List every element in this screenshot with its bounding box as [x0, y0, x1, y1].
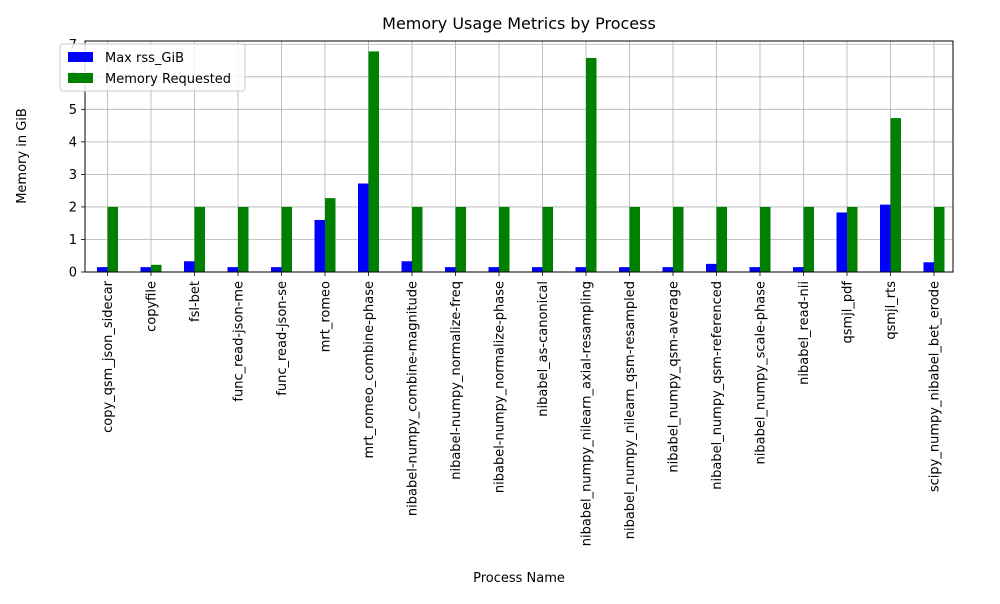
x-tick-label: nibabel_read-nii — [797, 281, 812, 385]
bar-max-rss — [532, 267, 543, 272]
x-tick-label: fsl-bet — [188, 281, 203, 322]
bar-max-rss — [445, 267, 456, 272]
bar-memory-requested — [803, 206, 814, 272]
bar-memory-requested — [325, 198, 336, 272]
bar-max-rss — [140, 267, 151, 272]
x-tick-label: func_read-json-se — [275, 281, 290, 396]
bar-max-rss — [314, 219, 325, 272]
bar-memory-requested — [890, 118, 901, 272]
bar-memory-requested — [586, 57, 597, 273]
bar-memory-requested — [151, 264, 162, 272]
bar-max-rss — [401, 261, 412, 272]
x-tick-label: scipy_numpy_nibabel_bet_erode — [928, 281, 943, 492]
ticks-layer: 01234567copy_qsm_json_sidecarcopyfilefsl… — [69, 38, 943, 547]
bar-memory-requested — [194, 206, 205, 272]
bar-max-rss — [358, 183, 369, 272]
bar-memory-requested — [281, 206, 292, 272]
legend-box — [59, 43, 246, 92]
bar-memory-requested — [412, 206, 423, 272]
x-tick-label: copyfile — [145, 281, 160, 332]
bar-memory-requested — [716, 206, 727, 272]
x-tick-label: nibabel-numpy_normalize-phase — [493, 281, 508, 493]
x-tick-label: nibabel_as-canonical — [536, 281, 551, 417]
bar-max-rss — [575, 267, 586, 272]
x-tick-label: nibabel_numpy_nilearn_axial-resampling — [580, 281, 595, 546]
x-tick-label: nibabel-numpy_combine-magnitude — [406, 281, 421, 516]
x-tick-label: qsmjl_rts — [884, 281, 899, 340]
bar-max-rss — [619, 267, 630, 272]
y-tick-label: 0 — [69, 266, 77, 281]
x-axis-label: Process Name — [473, 571, 565, 586]
legend-label: Max rss_GiB — [105, 51, 184, 66]
y-tick-label: 5 — [69, 103, 77, 118]
x-tick-label: func_read-json-me — [232, 281, 247, 402]
bar-max-rss — [836, 212, 847, 272]
legend-label: Memory Requested — [105, 72, 231, 87]
bar-max-rss — [271, 267, 282, 272]
y-tick-label: 2 — [69, 200, 77, 215]
x-tick-label: mrt_romeo_combine-phase — [362, 281, 377, 459]
plot-frame — [84, 40, 954, 273]
x-tick-label: mrt_romeo — [319, 281, 334, 352]
y-tick-label: 3 — [69, 168, 77, 183]
bar-max-rss — [706, 263, 717, 272]
bar-max-rss — [923, 262, 934, 272]
bar-memory-requested — [673, 206, 684, 272]
legend-swatch — [68, 73, 93, 83]
bar-memory-requested — [760, 206, 771, 272]
bar-max-rss — [662, 267, 673, 272]
bar-memory-requested — [542, 206, 553, 272]
bar-memory-requested — [847, 206, 858, 272]
y-tick-label: 4 — [69, 135, 77, 150]
x-tick-label: nibabel_numpy_nilearn_qsm-resampled — [623, 281, 638, 539]
legend: Max rss_GiB Memory Requested — [59, 43, 246, 92]
bar-max-rss — [97, 267, 108, 272]
bar-memory-requested — [934, 206, 945, 272]
bar-max-rss — [227, 267, 238, 272]
x-tick-label: copy_qsm_json_sidecar — [101, 280, 116, 433]
x-tick-label: nibabel_numpy_qsm-referenced — [710, 281, 725, 490]
bar-max-rss — [793, 267, 804, 272]
x-tick-label: qsmjl_pdf — [841, 281, 856, 344]
bar-memory-requested — [499, 206, 510, 272]
bar-max-rss — [749, 267, 760, 272]
bar-max-rss — [184, 261, 195, 272]
y-axis-label: Memory in GiB — [15, 108, 30, 204]
bar-memory-requested — [238, 206, 249, 272]
legend-swatch — [68, 52, 93, 62]
y-tick-label: 1 — [69, 233, 77, 248]
bar-max-rss — [488, 267, 499, 272]
bars-layer — [97, 51, 945, 273]
bar-memory-requested — [629, 206, 640, 272]
x-tick-label: nibabel_numpy_qsm-average — [667, 281, 682, 473]
x-tick-label: nibabel_numpy_scale-phase — [754, 281, 769, 464]
x-tick-label: nibabel-numpy_normalize-freq — [449, 281, 464, 480]
bar-memory-requested — [368, 51, 379, 272]
bar-max-rss — [880, 204, 891, 272]
bar-memory-requested — [455, 206, 466, 272]
bar-memory-requested — [107, 206, 118, 272]
chart-title: Memory Usage Metrics by Process — [382, 14, 656, 33]
